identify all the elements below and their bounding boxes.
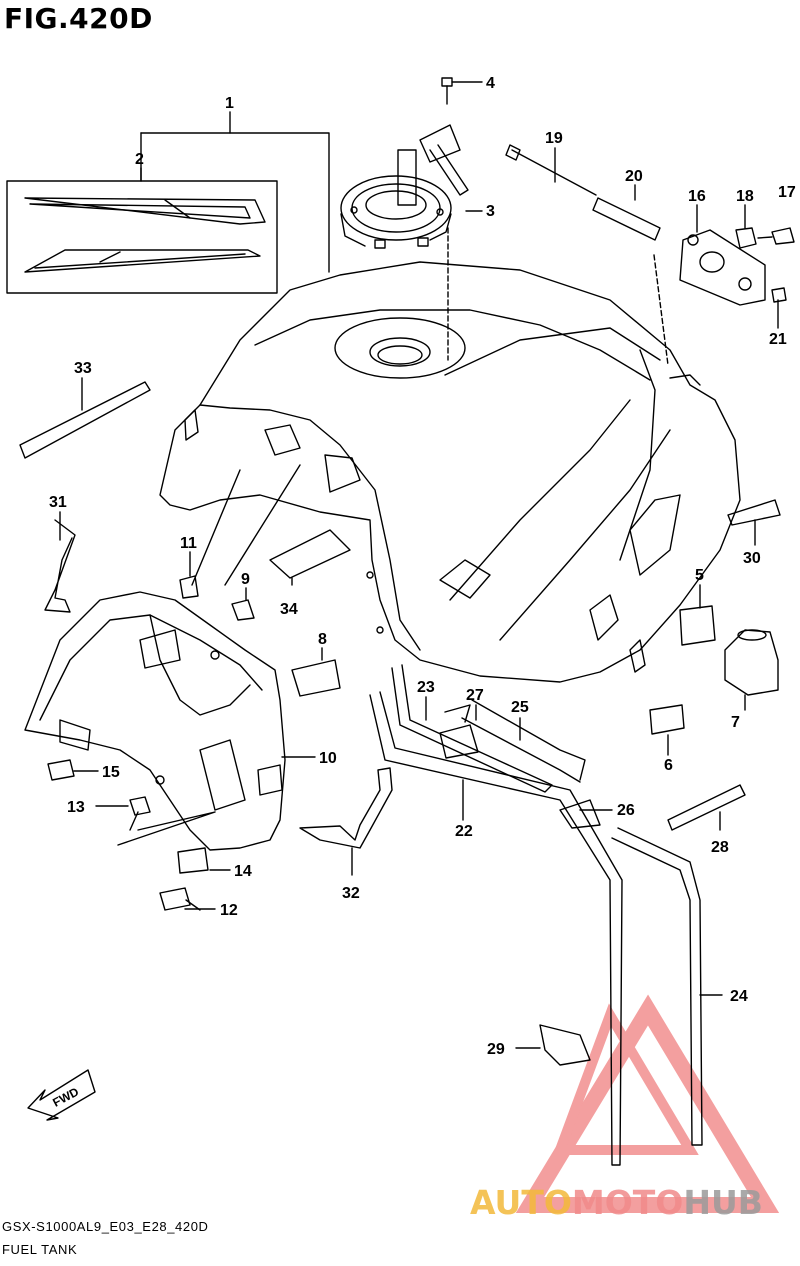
callout-17: 17 (778, 184, 796, 201)
callout-21: 21 (769, 331, 787, 348)
callout-12: 12 (220, 902, 238, 919)
callout-8: 8 (318, 631, 327, 648)
bracket-assembly (505, 144, 795, 366)
model-code: GSX-S1000AL9_E03_E28_420D (2, 1219, 209, 1234)
callout-29: 29 (487, 1041, 505, 1058)
callout-15: 15 (102, 764, 120, 781)
callout-16: 16 (688, 188, 706, 205)
watermark-part-moto: MOTO (572, 1183, 683, 1222)
watermark-text: AUTOMOTOHUB (470, 1183, 763, 1222)
section-name: FUEL TANK (2, 1242, 78, 1257)
callout-5: 5 (695, 567, 704, 584)
callout-34: 34 (280, 601, 298, 618)
callout-3: 3 (486, 203, 495, 220)
clip (44, 519, 76, 613)
front-cover (24, 591, 286, 851)
fwd-arrow (27, 1069, 96, 1121)
callout-26: 26 (617, 802, 635, 819)
callout-24: 24 (730, 988, 748, 1005)
callout-labels: 1 2 3 4 5 6 7 8 9 10 11 12 13 14 15 16 1… (49, 75, 796, 1110)
callout-20: 20 (625, 168, 643, 185)
watermark-logo (515, 994, 780, 1213)
rubber-strip (19, 381, 151, 459)
callout-1: 1 (225, 95, 234, 112)
callout-4: 4 (486, 75, 495, 92)
callout-9: 9 (241, 571, 250, 588)
fwd-label: FWD (50, 1084, 81, 1109)
mount-bracket (299, 767, 393, 849)
callout-10: 10 (319, 750, 337, 767)
callout-25: 25 (511, 699, 529, 716)
callout-31: 31 (49, 494, 67, 511)
figure-title: FIG.420D (4, 2, 153, 35)
callout-2: 2 (135, 151, 144, 168)
callout-22: 22 (455, 823, 473, 840)
watermark-part-auto: AUTO (470, 1183, 572, 1222)
callout-23: 23 (417, 679, 435, 696)
callout-6: 6 (664, 757, 673, 774)
callout-30: 30 (743, 550, 761, 567)
decal-set (6, 180, 278, 294)
callout-7: 7 (731, 714, 740, 731)
callout-18: 18 (736, 188, 754, 205)
callout-13: 13 (67, 799, 85, 816)
fuel-hoses (369, 664, 703, 1166)
small-parts-left (179, 464, 351, 697)
watermark-part-hub: HUB (683, 1183, 763, 1222)
callout-33: 33 (74, 360, 92, 377)
fuel-tank (159, 261, 741, 683)
callout-19: 19 (545, 130, 563, 147)
small-parts-right (649, 499, 781, 831)
svg-text:AUTOMOTOHUB: AUTOMOTOHUB (470, 1183, 763, 1222)
callout-11: 11 (180, 535, 197, 552)
bolt (441, 77, 483, 105)
callout-32: 32 (342, 885, 360, 902)
callout-14: 14 (234, 863, 252, 880)
callout-28: 28 (711, 839, 729, 856)
callout-27: 27 (466, 687, 484, 704)
fuel-cap (340, 124, 469, 249)
